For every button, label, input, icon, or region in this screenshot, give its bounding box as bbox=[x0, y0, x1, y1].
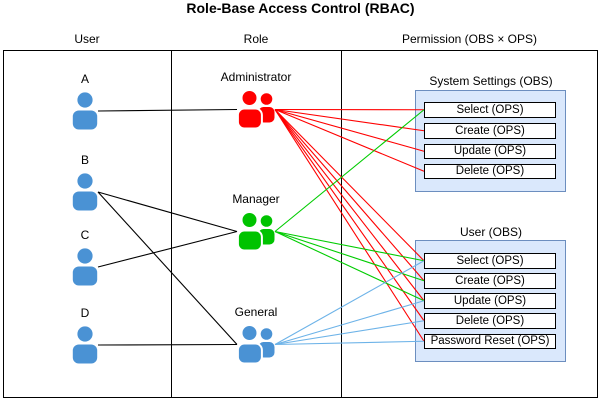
column-header-permission: Permission (OBS × OPS) bbox=[401, 32, 538, 46]
op-box-usr-password-reset: Password Reset (OPS) bbox=[424, 333, 556, 349]
table-frame bbox=[3, 50, 598, 398]
permission-group-system-settings: Select (OPS) Create (OPS) Update (OPS) D… bbox=[415, 90, 566, 192]
op-box-usr-select: Select (OPS) bbox=[424, 253, 556, 269]
role-label-administrator: Administrator bbox=[220, 70, 292, 84]
op-box-ss-update: Update (OPS) bbox=[424, 143, 556, 159]
role-label-general: General bbox=[234, 305, 278, 319]
person-icon-b bbox=[72, 173, 98, 211]
op-box-usr-delete: Delete (OPS) bbox=[424, 313, 556, 329]
column-header-role: Role bbox=[243, 32, 269, 46]
op-box-ss-delete: Delete (OPS) bbox=[424, 163, 556, 179]
column-header-user: User bbox=[74, 32, 100, 46]
group-icon-general bbox=[236, 324, 276, 365]
user-label-c: C bbox=[80, 228, 90, 242]
diagram-title: Role-Base Access Control (RBAC) bbox=[186, 0, 415, 16]
user-label-d: D bbox=[80, 306, 90, 320]
user-label-b: B bbox=[80, 153, 89, 167]
permission-group-title-system-settings: System Settings (OBS) bbox=[429, 74, 553, 88]
person-icon-d bbox=[72, 326, 98, 364]
person-icon-c bbox=[72, 248, 98, 286]
permission-group-user: Select (OPS) Create (OPS) Update (OPS) D… bbox=[415, 240, 566, 362]
permission-group-title-user: User (OBS) bbox=[459, 225, 522, 239]
user-label-a: A bbox=[80, 72, 89, 86]
op-box-ss-create: Create (OPS) bbox=[424, 123, 556, 139]
op-box-usr-update: Update (OPS) bbox=[424, 293, 556, 309]
op-box-usr-create: Create (OPS) bbox=[424, 273, 556, 289]
group-icon-administrator bbox=[236, 89, 276, 130]
column-divider-1 bbox=[171, 50, 172, 398]
column-divider-2 bbox=[341, 50, 342, 398]
person-icon-a bbox=[72, 92, 98, 130]
op-box-ss-select: Select (OPS) bbox=[424, 102, 556, 118]
group-icon-manager bbox=[236, 211, 276, 252]
role-label-manager: Manager bbox=[232, 192, 280, 206]
